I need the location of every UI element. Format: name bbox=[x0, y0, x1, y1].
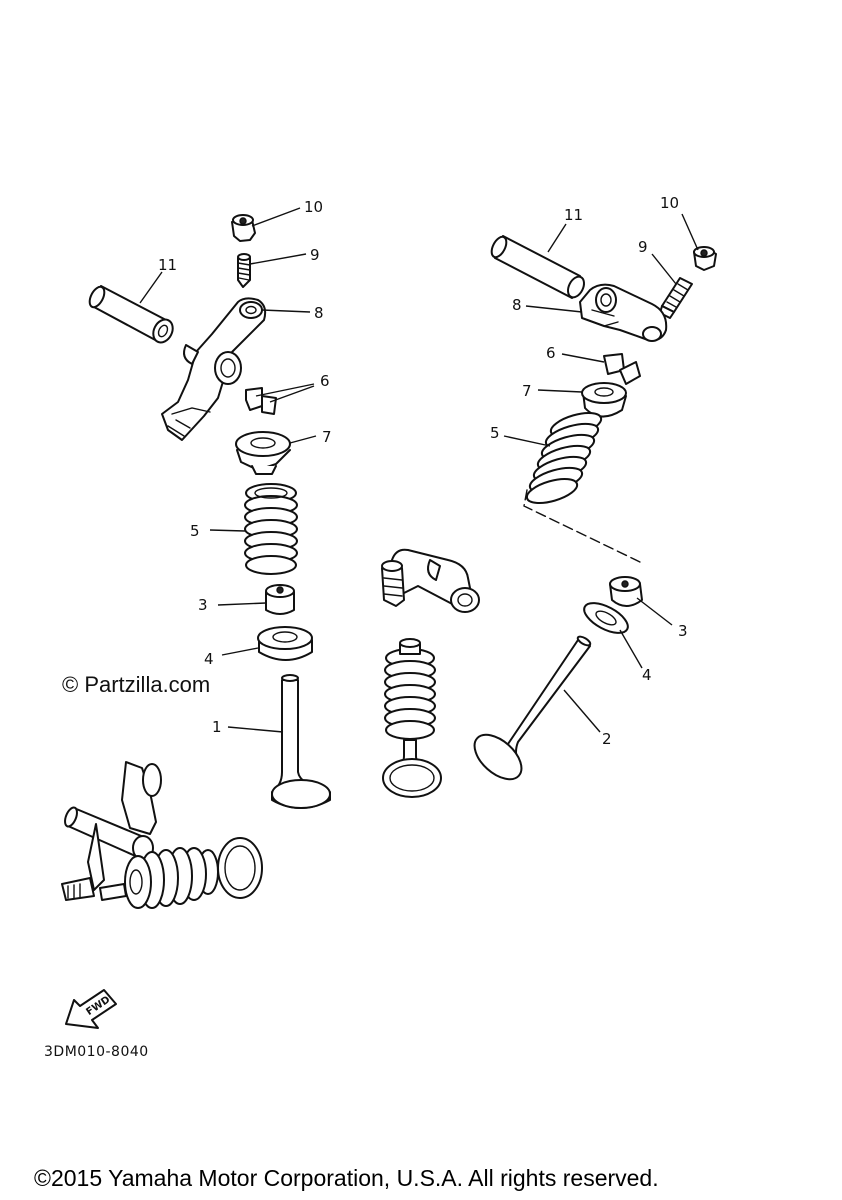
diagram-code: 3DM010-8040 bbox=[44, 1044, 149, 1060]
right-part-3-stem-seal[interactable] bbox=[609, 576, 643, 607]
left-callout-10: 10 bbox=[304, 198, 323, 216]
left-callout-9: 9 bbox=[310, 246, 320, 264]
left-part-11-rocker-shaft[interactable] bbox=[87, 284, 177, 345]
right-part-6-cotters[interactable] bbox=[603, 353, 641, 385]
left-part-7-retainer[interactable] bbox=[235, 431, 291, 475]
left-part-3-stem-seal[interactable] bbox=[265, 584, 295, 615]
left-callout-6: 6 bbox=[320, 372, 330, 390]
left-part-1-valve[interactable] bbox=[271, 674, 331, 809]
left-part-9-adjust-screw[interactable] bbox=[237, 253, 251, 288]
right-callout-4: 4 bbox=[642, 666, 652, 684]
right-alignment-dashed-line bbox=[523, 489, 641, 563]
fwd-arrow-icon: FWD bbox=[65, 989, 117, 1029]
left-part-5-valve-spring[interactable] bbox=[244, 483, 298, 575]
left-callout-4: 4 bbox=[204, 650, 214, 668]
left-callout-1: 1 bbox=[212, 718, 222, 736]
right-part-5-valve-spring[interactable] bbox=[524, 408, 603, 508]
right-callout-2: 2 bbox=[602, 730, 612, 748]
bottom-left-assembled-view bbox=[61, 761, 263, 909]
partzilla-watermark: © Partzilla.com bbox=[62, 672, 210, 697]
left-part-10-nut[interactable] bbox=[231, 214, 256, 242]
right-part-7-retainer[interactable] bbox=[581, 382, 627, 418]
right-part-11-rocker-shaft[interactable] bbox=[489, 234, 588, 300]
right-callout-10: 10 bbox=[660, 194, 679, 212]
right-callout-11: 11 bbox=[564, 206, 583, 224]
leader-lines bbox=[139, 207, 699, 733]
right-part-8-rocker-arm[interactable] bbox=[579, 283, 668, 342]
left-callout-5: 5 bbox=[190, 522, 200, 540]
right-part-4-spring-seat[interactable] bbox=[580, 597, 633, 639]
left-callout-8: 8 bbox=[314, 304, 324, 322]
right-callout-5: 5 bbox=[490, 424, 500, 442]
left-part-8-rocker-arm[interactable] bbox=[161, 297, 267, 441]
right-callout-8: 8 bbox=[512, 296, 522, 314]
right-callout-3: 3 bbox=[678, 622, 688, 640]
left-callout-3: 3 bbox=[198, 596, 208, 614]
right-callout-7: 7 bbox=[522, 382, 532, 400]
copyright-notice: ©2015 Yamaha Motor Corporation, U.S.A. A… bbox=[34, 1165, 659, 1191]
right-part-10-nut[interactable] bbox=[693, 246, 717, 271]
left-callout-7: 7 bbox=[322, 428, 332, 446]
left-part-4-spring-seat[interactable] bbox=[257, 626, 313, 661]
center-assembled-view bbox=[381, 548, 480, 798]
right-callout-6: 6 bbox=[546, 344, 556, 362]
left-callout-11: 11 bbox=[158, 256, 177, 274]
right-callout-9: 9 bbox=[638, 238, 648, 256]
right-part-2-valve[interactable] bbox=[466, 635, 592, 788]
